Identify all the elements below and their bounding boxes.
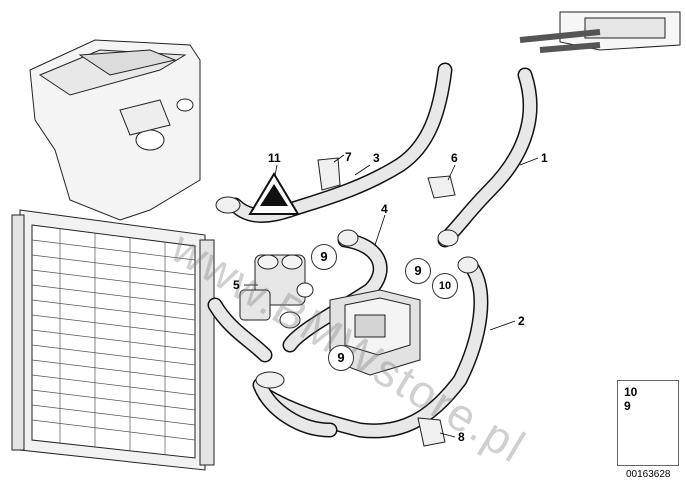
bubble-9-top: 9 (311, 244, 337, 270)
auxiliary-unit (329, 289, 421, 376)
warning-label (248, 172, 300, 215)
hoses (207, 62, 538, 439)
callout-8: 8 (458, 430, 465, 444)
bubble-10: 10 (432, 273, 458, 299)
radiator (11, 209, 215, 471)
callout-7: 7 (345, 150, 352, 164)
water-valve (239, 254, 314, 329)
callout-11: 11 (268, 151, 281, 165)
legend-box: 10 9 (617, 380, 679, 466)
callout-4: 4 (381, 202, 388, 216)
engine-block-outline (29, 39, 201, 221)
leader-lines (244, 154, 539, 438)
top-right-pipes (519, 11, 681, 53)
legend-number-top: 10 (624, 385, 638, 399)
callout-6: 6 (451, 151, 458, 165)
callout-5: 5 (233, 278, 240, 292)
legend-number-bottom: 9 (624, 399, 631, 413)
document-number: 00163628 (626, 469, 671, 480)
clamps (215, 157, 479, 447)
callout-3: 3 (373, 151, 380, 165)
callout-1: 1 (541, 151, 548, 165)
bubble-9-bottom: 9 (328, 345, 354, 371)
bubble-9-right: 9 (405, 258, 431, 284)
callout-2: 2 (518, 314, 525, 328)
